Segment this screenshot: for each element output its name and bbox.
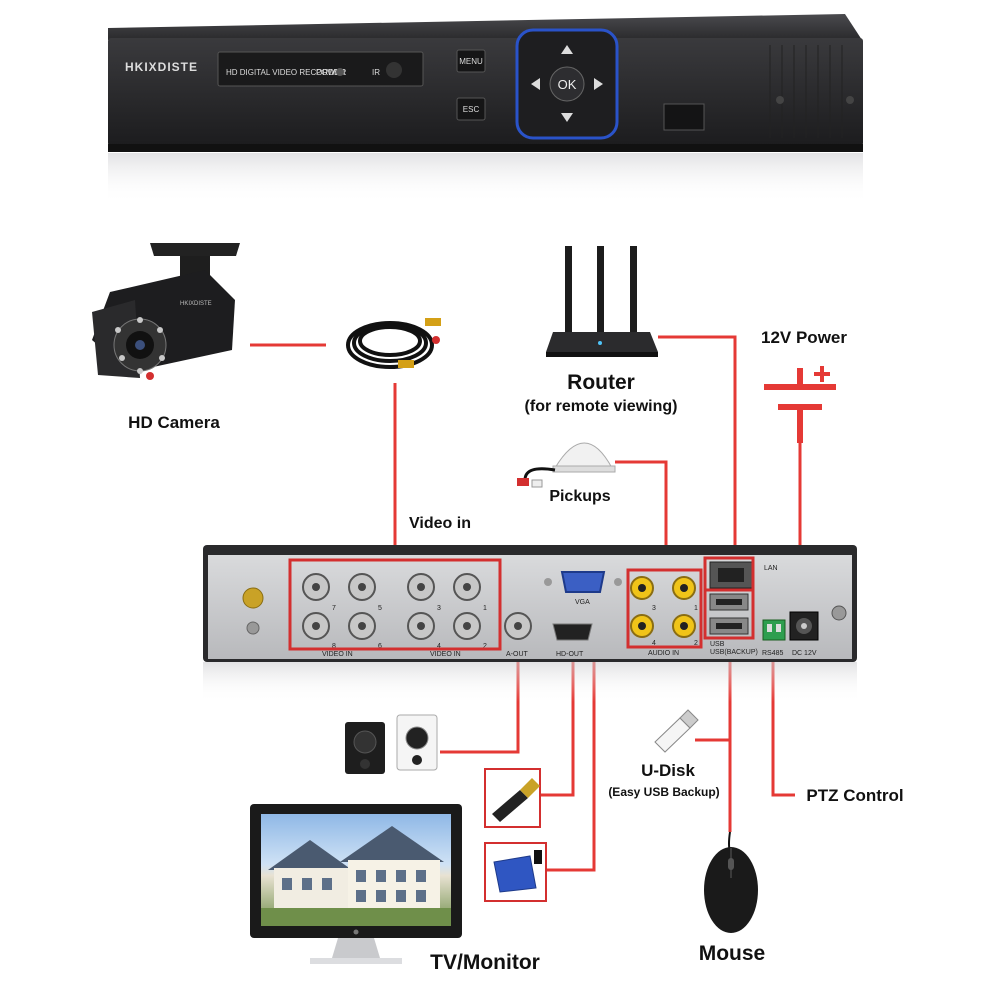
tv-monitor-label: TV/Monitor — [430, 951, 540, 974]
hd-camera-device: HKIXDISTE — [92, 243, 240, 380]
bnc-number: 5 — [378, 605, 382, 612]
udisk-device — [654, 709, 699, 753]
hdout-port-label: HD-OUT — [556, 651, 584, 658]
dvr-front-unit: HKIXDISTE HD DIGITAL VIDEO RECORDER POWE… — [108, 14, 863, 203]
arrow-up-icon[interactable] — [561, 45, 573, 54]
esc-button-label: ESC — [463, 105, 480, 114]
front-screw — [776, 96, 784, 104]
usb-ports: USB USB(BACKUP) — [703, 588, 758, 656]
monitor-screen-house-image — [261, 826, 451, 926]
router-device — [546, 246, 658, 357]
video-in-highlight-box — [288, 558, 502, 651]
camera-label: HD Camera — [128, 413, 220, 432]
front-ir-label: IR — [372, 68, 380, 77]
pickups-label: Pickups — [549, 488, 610, 505]
bnc-number: 6 — [378, 643, 382, 650]
arrow-down-icon[interactable] — [561, 113, 573, 122]
mouse-label: Mouse — [699, 942, 766, 965]
menu-button-label: MENU — [459, 57, 483, 66]
front-usb-port — [663, 103, 705, 131]
dc-power-symbol — [764, 366, 836, 443]
ok-button[interactable] — [549, 66, 585, 102]
ground-terminal — [242, 587, 264, 609]
audio-in-port-label: AUDIO IN — [648, 650, 679, 657]
navigation-pad[interactable]: OK — [515, 28, 619, 140]
vga-port-label: VGA — [575, 599, 590, 606]
bnc-cable-coil — [346, 318, 441, 369]
aout-port-label: A-OUT — [506, 651, 529, 658]
arrow-right-icon[interactable] — [594, 78, 603, 90]
usb-port-label: USB — [710, 641, 725, 648]
camera-brand-logo: HKIXDISTE — [180, 301, 212, 307]
rs485-terminal: RS485 — [762, 619, 786, 657]
bnc-number: 1 — [483, 605, 487, 612]
video-in-port-label: VIDEO IN — [322, 651, 353, 658]
front-screw — [846, 96, 854, 104]
tv-monitor-device — [250, 804, 462, 964]
video-in-port-label: VIDEO IN — [430, 651, 461, 658]
arrow-left-icon[interactable] — [531, 78, 540, 90]
vga-port: VGA — [544, 571, 622, 606]
power-led — [336, 68, 344, 76]
video-in-bnc-group-left: 7 5 8 6 VIDEO IN — [302, 573, 382, 658]
esc-button[interactable]: ESC — [456, 97, 486, 121]
video-in-label: Video in — [409, 515, 471, 532]
audio-in-highlight-box — [626, 568, 703, 649]
dc-power-jack: DC 12V — [789, 611, 819, 657]
audio-in-rca-group: 3 1 4 2 AUDIO IN — [626, 568, 703, 657]
speakers-device — [345, 714, 438, 774]
lan-highlight-box — [703, 556, 755, 592]
bnc-number: 2 — [483, 643, 487, 650]
dc-port-label: DC 12V — [792, 650, 817, 657]
usb-backup-port-label: USB(BACKUP) — [710, 649, 758, 656]
ir-sensor — [386, 62, 402, 78]
bnc-number: 7 — [332, 605, 336, 612]
wire-hdmi — [540, 660, 575, 797]
hdmi-cable-device — [484, 768, 541, 828]
router-sublabel: (for remote viewing) — [525, 398, 678, 415]
wire-router-lan — [658, 335, 737, 565]
bnc-number: 4 — [437, 643, 441, 650]
rca-number: 2 — [694, 640, 698, 647]
rear-screw — [246, 621, 260, 635]
wire-pickups-audio — [615, 460, 668, 572]
front-display-panel — [217, 51, 424, 87]
front-vent-grille — [769, 45, 843, 138]
rs485-port-label: RS485 — [762, 650, 784, 657]
rear-screw — [831, 605, 847, 621]
udisk-label: U-Disk — [641, 761, 695, 780]
rca-number: 4 — [652, 640, 656, 647]
hdmi-port: HD-OUT — [552, 623, 593, 658]
ptz-label: PTZ Control — [806, 786, 903, 805]
lan-port: LAN — [709, 561, 778, 589]
video-in-bnc-group-right: 3 1 4 2 VIDEO IN — [407, 573, 487, 658]
rca-number: 1 — [694, 605, 698, 612]
udisk-sublabel: (Easy USB Backup) — [608, 785, 719, 799]
router-label: Router — [567, 371, 635, 394]
dvr-rear-panel: 7 5 8 6 VIDEO IN 3 1 4 2 VIDEO IN A-OUT — [203, 545, 857, 702]
audio-out-port: A-OUT — [504, 612, 532, 658]
vga-cable-device — [484, 842, 547, 902]
front-brand-logo: HKIXDISTE — [125, 60, 198, 74]
front-display-text: HD DIGITAL VIDEO RECORDER — [226, 68, 345, 77]
lan-port-label: LAN — [764, 565, 778, 572]
rca-number: 3 — [652, 605, 656, 612]
mouse-device — [704, 831, 758, 933]
pickup-microphone-device — [517, 442, 616, 488]
menu-button[interactable]: MENU — [456, 49, 486, 73]
front-power-label: POWER — [316, 68, 346, 77]
bnc-number: 3 — [437, 605, 441, 612]
power-label: 12V Power — [761, 328, 847, 347]
ok-button-label: OK — [558, 77, 577, 92]
bnc-number: 8 — [332, 643, 336, 650]
